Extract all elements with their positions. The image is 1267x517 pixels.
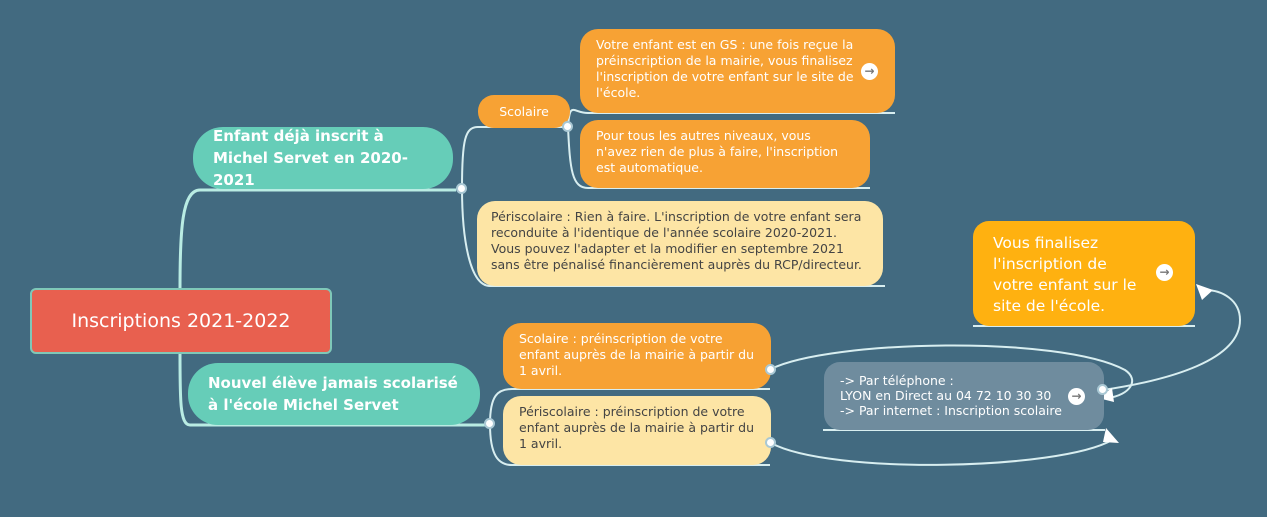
root-topic[interactable]: Inscriptions 2021-2022 xyxy=(30,288,332,354)
collapse-dot-icon[interactable] xyxy=(1097,384,1108,395)
topic-new-student-label: Nouvel élève jamais scolarisé à l'école … xyxy=(208,374,458,414)
topic-already-enrolled[interactable]: Enfant déjà inscrit à Michel Servet en 2… xyxy=(193,127,453,189)
note-gs-finalize[interactable]: Votre enfant est en GS : une fois reçue … xyxy=(580,29,895,113)
arrow-right-circle-icon[interactable]: → xyxy=(861,63,878,80)
note-periscolaire-enrolled[interactable]: Périscolaire : Rien à faire. L'inscripti… xyxy=(477,201,883,286)
note-other-levels-text: Pour tous les autres niveaux, vous n'ave… xyxy=(596,128,839,175)
collapse-dot-icon[interactable] xyxy=(562,121,573,132)
note-new-periscolaire-text: Périscolaire : préinscription de votre e… xyxy=(519,404,755,451)
contact-phone-number[interactable]: LYON en Direct au 04 72 10 30 30 xyxy=(840,388,1052,403)
arrowhead xyxy=(1103,428,1119,443)
topic-new-student[interactable]: Nouvel élève jamais scolarisé à l'école … xyxy=(188,363,480,425)
note-other-levels[interactable]: Pour tous les autres niveaux, vous n'ave… xyxy=(580,120,870,188)
collapse-dot-icon[interactable] xyxy=(765,437,776,448)
root-title: Inscriptions 2021-2022 xyxy=(71,310,291,332)
subtopic-scolaire-label: Scolaire xyxy=(499,103,549,119)
topic-already-enrolled-label: Enfant déjà inscrit à Michel Servet en 2… xyxy=(213,127,408,189)
arrowhead xyxy=(1196,284,1213,300)
contact-phone-label: -> Par téléphone : xyxy=(840,373,954,388)
collapse-dot-icon[interactable] xyxy=(456,183,467,194)
note-new-periscolaire[interactable]: Périscolaire : préinscription de votre e… xyxy=(503,396,771,465)
note-new-scolaire[interactable]: Scolaire : préinscription de votre enfan… xyxy=(503,323,771,389)
collapse-dot-icon[interactable] xyxy=(484,418,495,429)
contact-internet[interactable]: -> Par internet : Inscription scolaire xyxy=(840,403,1062,418)
arrow-right-circle-icon[interactable]: → xyxy=(1068,388,1085,405)
note-gs-text: Votre enfant est en GS : une fois reçue … xyxy=(596,37,854,100)
arrow-right-circle-icon[interactable]: → xyxy=(1156,264,1173,281)
note-finalize-text: Vous finalisez l'inscription de votre en… xyxy=(993,234,1137,315)
note-periscolaire-enrolled-text: Périscolaire : Rien à faire. L'inscripti… xyxy=(491,209,862,272)
subtopic-scolaire[interactable]: Scolaire xyxy=(478,95,570,128)
contact-box[interactable]: -> Par téléphone : LYON en Direct au 04 … xyxy=(824,362,1104,430)
note-new-scolaire-text: Scolaire : préinscription de votre enfan… xyxy=(519,331,755,378)
collapse-dot-icon[interactable] xyxy=(765,364,776,375)
